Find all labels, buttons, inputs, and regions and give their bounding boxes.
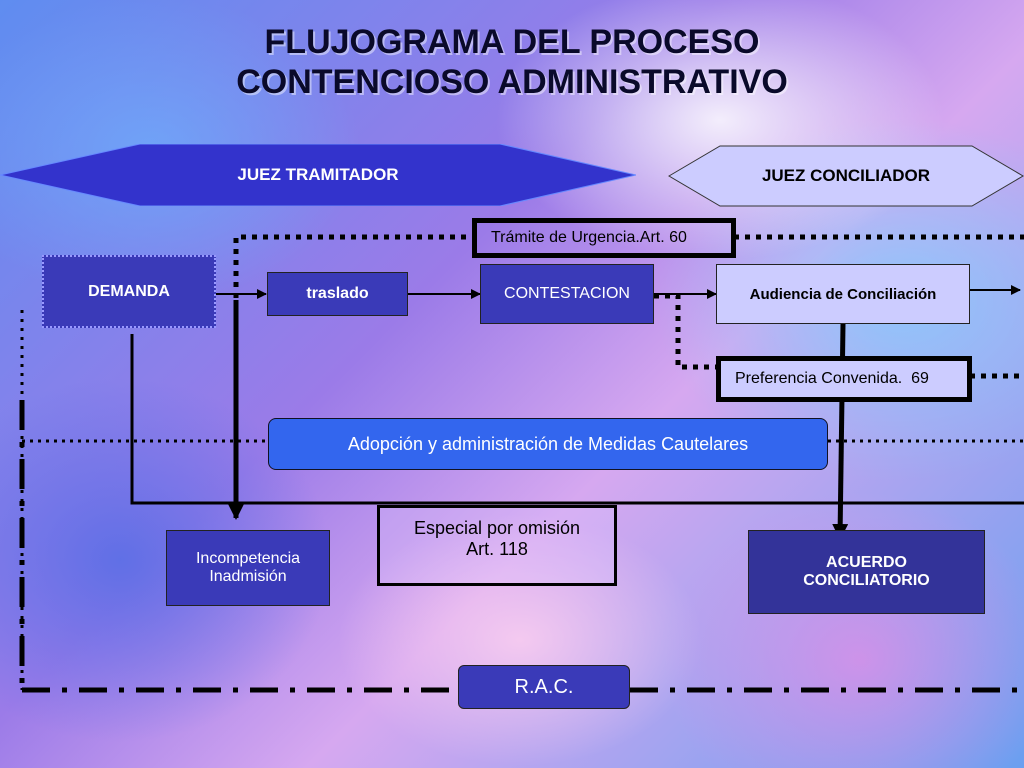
incompetencia-box: Incompetencia Inadmisión [166,530,330,606]
preferencia-box: Preferencia Convenida. 69 [716,356,972,402]
juez-conciliador-label: JUEZ CONCILIADOR [761,166,931,185]
juez-conciliador-banner [668,145,1024,207]
urgency-dotted-line [233,234,476,496]
contestacion-box: CONTESTACION [480,264,654,324]
juez-tramitador-banner [0,144,636,206]
preferencia-dotted-line [654,293,718,370]
especial-articulo-label: Art. 118 [466,539,528,559]
especial-omision-box: Especial por omisión Art. 118 [377,505,617,586]
tramite-urgencia-label: Trámite de Urgencia.Art. 60 [491,229,687,246]
conciliatorio-label: CONCILIATORIO [803,572,930,589]
rac-label: R.A.C. [514,675,574,698]
traslado-box: traslado [267,272,408,316]
acuerdo-conciliatorio-box: ACUERDO CONCILIATORIO [748,530,985,614]
contestacion-label: CONTESTACION [504,285,630,302]
medidas-cautelares-box: Adopción y administración de Medidas Cau… [268,418,828,470]
tramite-urgencia-box: Trámite de Urgencia.Art. 60 [472,218,736,258]
incompetencia-label: Incompetencia [195,550,301,567]
demanda-box: DEMANDA [42,255,216,328]
demanda-label: DEMANDA [88,282,170,300]
inadmision-label: Inadmisión [209,568,287,585]
rac-box: R.A.C. [458,665,630,709]
title-line-1: FLUJOGRAMA DEL PROCESO [264,23,760,61]
audiencia-label: Audiencia de Conciliación [749,285,937,303]
audiencia-box: Audiencia de Conciliación [716,264,970,324]
traslado-label: traslado [306,285,369,302]
title-line-2: CONTENCIOSO ADMINISTRATIVO [236,63,788,101]
medidas-cautelares-label: Adopción y administración de Medidas Cau… [347,433,749,454]
especial-omision-label: Especial por omisión [413,518,581,538]
juez-tramitador-label: JUEZ TRAMITADOR [237,165,399,184]
demanda-down-line [130,334,1024,505]
page-title: FLUJOGRAMA DEL PROCESO CONTENCIOSO ADMIN… [0,22,1024,102]
acuerdo-label: ACUERDO [826,554,907,571]
preferencia-label: Preferencia Convenida. 69 [735,370,929,387]
